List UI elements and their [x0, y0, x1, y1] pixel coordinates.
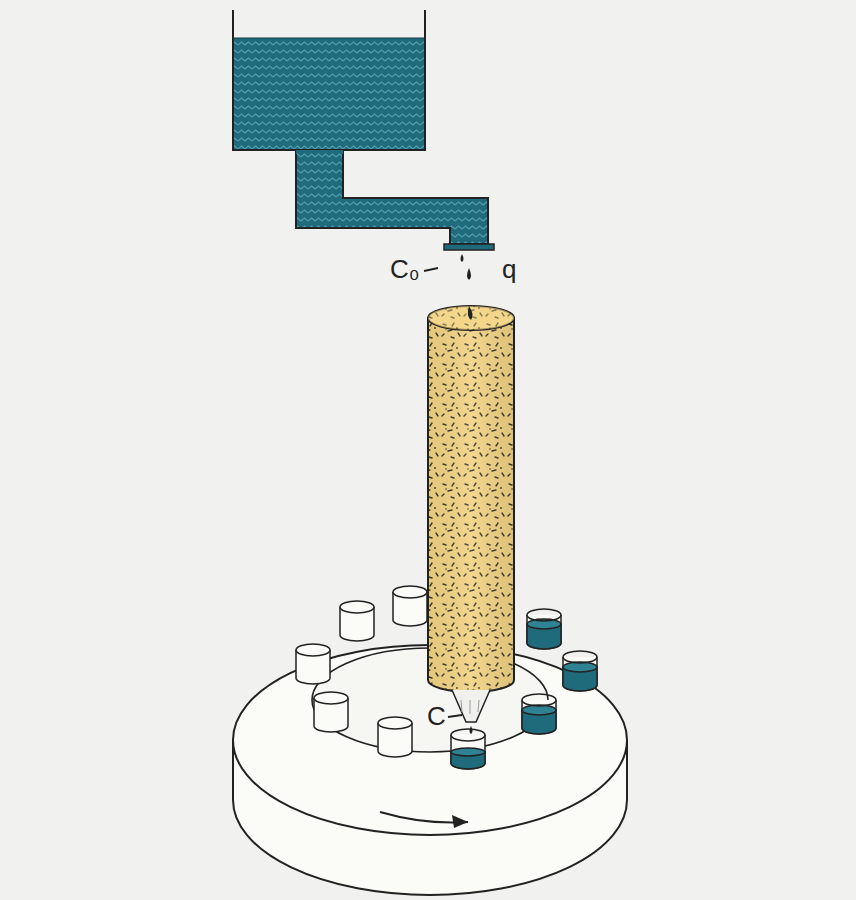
outflow-concentration: C [427, 703, 446, 729]
flow-rate: q [502, 256, 516, 282]
inflow-concentration: C₀ [390, 256, 420, 282]
